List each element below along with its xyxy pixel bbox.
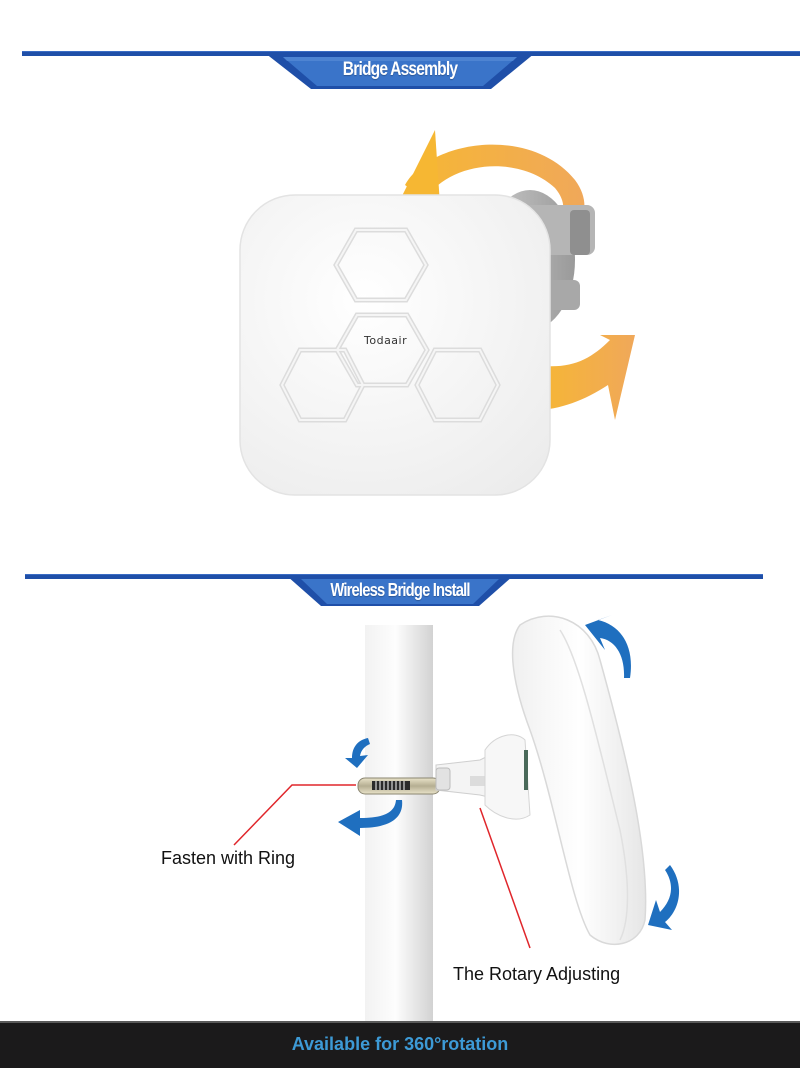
callout-line-fasten xyxy=(233,784,356,846)
section-title: Bridge Assembly xyxy=(342,59,458,80)
callout-rotary-adjusting: The Rotary Adjusting xyxy=(453,964,621,984)
section-title: Wireless Bridge Install xyxy=(330,580,470,600)
bridge-device-icon xyxy=(511,615,647,946)
bridge-assembly-image xyxy=(239,130,635,496)
banner-shape xyxy=(287,576,513,606)
callout-fasten-with-ring: Fasten with Ring xyxy=(161,848,296,868)
section-banner-wireless-bridge-install: Wireless Bridge Install xyxy=(287,576,513,614)
rotate-arrow-bottom-icon xyxy=(535,335,635,420)
wireless-bridge-install-image xyxy=(233,615,680,1021)
callout-lines xyxy=(233,784,531,949)
product-brand-label: Todaair xyxy=(364,334,408,347)
section-banner-bridge-assembly: Bridge Assembly xyxy=(265,53,535,91)
clamp-ring-icon xyxy=(357,777,441,795)
footer-rotation-text: Available for 360°rotation xyxy=(291,1034,509,1054)
callout-line-rotary xyxy=(479,807,531,949)
footer-bar: Available for 360°rotation xyxy=(0,1021,800,1068)
banner-shape xyxy=(265,53,535,89)
rotary-joint-icon xyxy=(435,734,531,820)
rotate-arrow-blue-icon xyxy=(338,615,680,930)
